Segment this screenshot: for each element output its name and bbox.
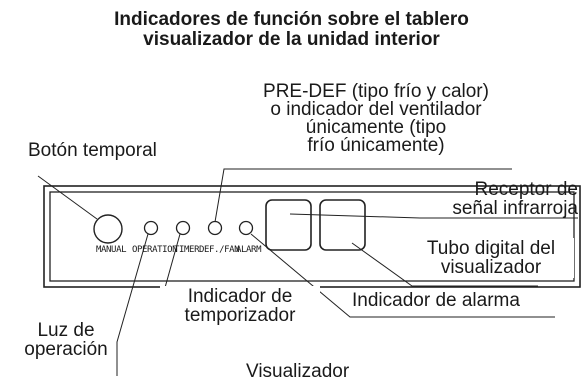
operation-line-2: operación: [24, 339, 108, 360]
digital-tube-window: [319, 199, 366, 251]
pre-def-line-2: o indicador del ventilador: [270, 99, 482, 120]
timer-led: [175, 220, 191, 236]
receiver-leader: [289, 213, 578, 219]
timer-line-2: temporizador: [184, 305, 296, 326]
digital-tube-line-1: Tubo digital del: [426, 238, 556, 259]
panel-label-alarm: ALARM: [236, 245, 262, 255]
pre-def-line-1: PRE-DEF (tipo frío y calor): [263, 81, 489, 102]
operation-callout: Luz de operación: [14, 320, 118, 360]
panel-label-manual: MANUAL: [96, 245, 127, 255]
receiver-line-1: Receptor de: [474, 179, 578, 200]
manual-button: [93, 214, 123, 244]
def-fan-led: [207, 220, 223, 236]
panel-label-timer: TIMER: [174, 245, 200, 255]
pre-def-callout: PRE-DEF (tipo frío y calor) o indicador …: [226, 81, 526, 156]
digital-tube-leader: [351, 242, 538, 287]
receiver-callout: Receptor de señal infrarroja: [400, 179, 578, 219]
ir-receiver-window: [265, 199, 312, 251]
panel-inner-frame: [49, 191, 575, 282]
operation-leader: [116, 233, 149, 376]
alarm-callout: Indicador de alarma: [352, 290, 520, 311]
alarm-leader: [250, 233, 555, 318]
panel-label-operation: OPERATION: [132, 245, 178, 255]
panel-label-def-fan: DEF./FAN: [199, 245, 240, 255]
pre-def-line-4: frío únicamente): [307, 135, 445, 156]
diagram-title: Indicadores de función sobre el tablero …: [0, 10, 583, 50]
receiver-line-2: señal infrarroja: [452, 198, 578, 219]
manual-button-callout: Botón temporal: [28, 140, 157, 161]
title-line-2: visualizador de la unidad interior: [143, 29, 440, 50]
manual-leader: [37, 175, 98, 220]
operation-line-1: Luz de: [37, 320, 95, 341]
pre-def-line-3: únicamente (tipo: [305, 117, 447, 138]
title-line-1: Indicadores de función sobre el tablero: [114, 9, 469, 30]
timer-line-1: Indicador de: [187, 286, 293, 307]
pre-def-leader: [214, 168, 512, 223]
caption: Visualizador: [246, 361, 350, 382]
alarm-led: [238, 220, 254, 236]
operation-led: [143, 220, 159, 236]
digital-tube-callout: Tubo digital del visualizador: [408, 238, 574, 278]
timer-callout: Indicador de temporizador: [160, 286, 320, 326]
digital-tube-line-2: visualizador: [440, 257, 542, 278]
